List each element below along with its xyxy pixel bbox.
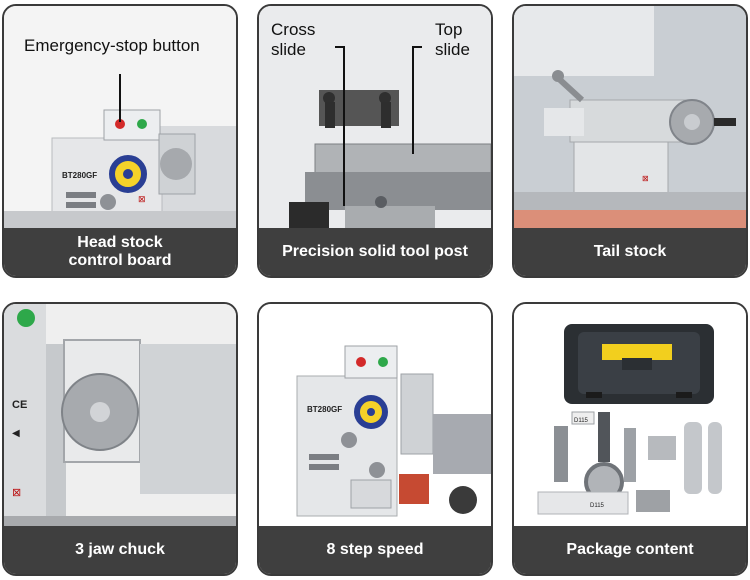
package-image: D115 D115 <box>514 304 746 528</box>
card-package: D115 D115 Package content <box>512 302 748 576</box>
caption-step-speed: 8 step speed <box>259 526 491 574</box>
cross-slide-callout: Cross slide <box>271 20 315 60</box>
package-photo: D115 D115 <box>514 304 746 528</box>
caption-tool-post: Precision solid tool post <box>259 228 491 276</box>
chuck-photo: CE ◀ ⊠ <box>4 304 236 528</box>
caption-head-stock-line2: control board <box>68 252 172 269</box>
emergency-stop-leader <box>119 74 121 122</box>
package-tag-top: D115 <box>574 418 589 424</box>
svg-text:◀: ◀ <box>12 428 20 439</box>
card-tool-post: Cross slide Top slide Precision solid to… <box>257 4 493 278</box>
cross-slide-label-1: Cross <box>271 20 316 39</box>
tail-stock-photo: ⊠ <box>514 6 746 230</box>
tool-post-photo: Cross slide Top slide <box>259 6 491 230</box>
svg-text:⊠: ⊠ <box>12 487 21 499</box>
top-slide-leader-tick <box>412 46 422 48</box>
cross-slide-leader-tick <box>335 46 345 48</box>
head-stock-photo: BT280GF ⊠ Emergency-stop button <box>4 6 236 230</box>
card-head-stock: BT280GF ⊠ Emergency-stop button Head sto… <box>2 4 238 278</box>
caption-chuck: 3 jaw chuck <box>4 526 236 574</box>
top-slide-callout: Top slide <box>435 20 470 60</box>
emergency-stop-callout: Emergency-stop button <box>24 36 200 55</box>
caption-package: Package content <box>514 526 746 574</box>
head-stock-model: BT280GF <box>62 171 97 180</box>
chuck-ce-mark: CE <box>12 399 27 411</box>
head-stock-image: BT280GF ⊠ <box>4 6 236 230</box>
top-slide-label-2: slide <box>435 40 470 59</box>
tail-stock-image: ⊠ <box>514 6 746 230</box>
caption-head-stock: Head stock control board <box>4 228 236 276</box>
card-tail-stock: ⊠ Tail stock <box>512 4 748 278</box>
step-speed-model: BT280GF <box>307 405 342 414</box>
svg-text:⊠: ⊠ <box>642 174 649 183</box>
cross-slide-leader-vertical <box>343 46 345 206</box>
card-step-speed: BT280GF 8 step speed <box>257 302 493 576</box>
chuck-image: CE ◀ ⊠ <box>4 304 236 528</box>
step-speed-photo: BT280GF <box>259 304 491 528</box>
svg-text:⊠: ⊠ <box>138 194 146 204</box>
step-speed-image: BT280GF <box>259 304 491 528</box>
cross-slide-label-2: slide <box>271 40 306 59</box>
caption-head-stock-line1: Head stock <box>77 234 163 251</box>
top-slide-leader-vertical <box>412 46 414 154</box>
top-slide-label-1: Top <box>435 20 463 39</box>
card-chuck: CE ◀ ⊠ 3 jaw chuck <box>2 302 238 576</box>
caption-tail-stock: Tail stock <box>514 228 746 276</box>
package-tag-bottom: D115 <box>590 503 605 509</box>
